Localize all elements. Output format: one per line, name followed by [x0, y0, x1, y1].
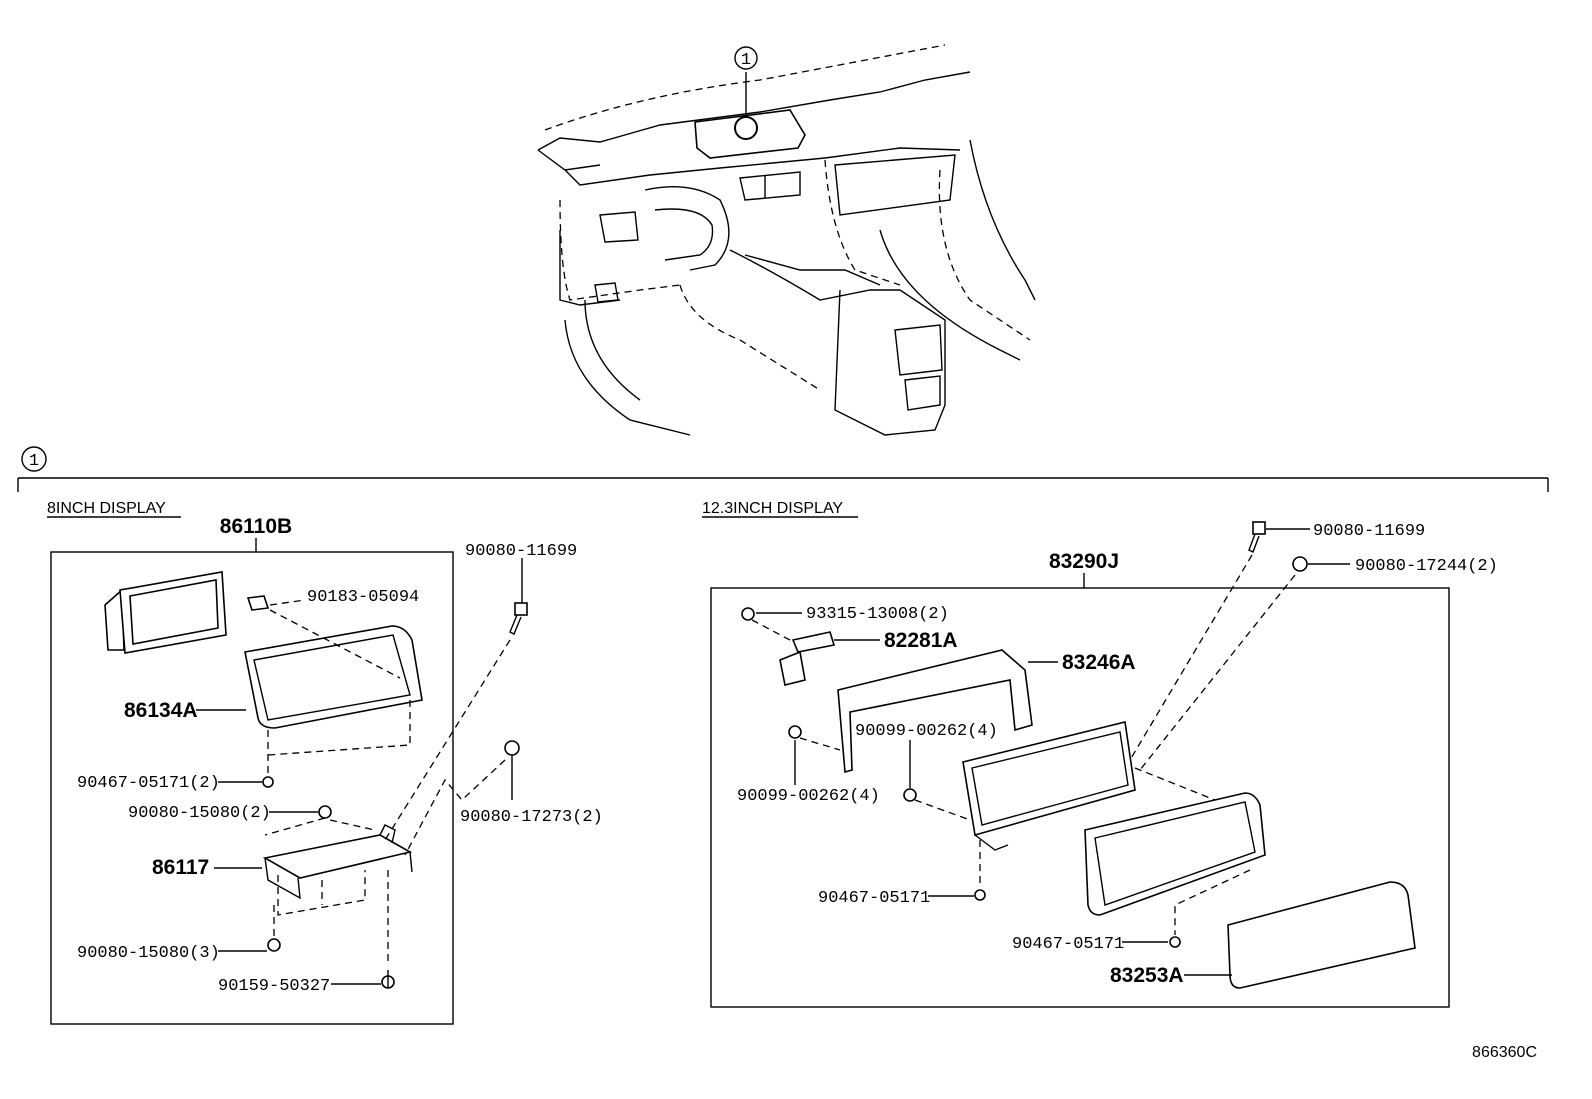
- assembly-86110B: 86110B: [220, 515, 292, 538]
- screw-icon: [741, 607, 755, 621]
- display-unit-8inch: [104, 571, 227, 654]
- connector-82281A: [779, 631, 880, 686]
- part-label: 86117: [152, 856, 209, 879]
- nut-icon: [1292, 556, 1350, 572]
- screw-icon: [903, 788, 917, 802]
- bezel-12.3inch: [1084, 792, 1266, 916]
- section-bracket: 1: [17, 446, 1549, 492]
- screw-icon: [267, 938, 281, 952]
- part-label: 83246A: [1062, 651, 1136, 674]
- screw-icon: [974, 889, 986, 901]
- part-label: 90467-05171(2): [77, 774, 220, 793]
- clip-icon: [246, 595, 270, 611]
- part-label: 90080-11699: [1313, 522, 1425, 541]
- section-8inch-display: 8INCH DISPLAY 86110B: [47, 500, 603, 1025]
- section-12.3inch-display: 12.3INCH DISPLAY 83290J: [702, 500, 1498, 1008]
- frame-83246A: [837, 649, 1058, 774]
- part-label: 90159-50327: [218, 977, 330, 996]
- assembly-box-8inch: [50, 551, 454, 1025]
- part-label: 86134A: [124, 699, 198, 722]
- nut-icon: [504, 740, 520, 800]
- bracket-86117: [262, 824, 413, 900]
- part-label: 90080-15080(3): [77, 944, 220, 963]
- display-unit-12.3inch: [962, 721, 1136, 851]
- part-label: 90080-11699: [465, 542, 577, 561]
- screw-icon: [788, 725, 802, 739]
- part-label: 90099-00262(4): [737, 787, 880, 806]
- assembly-box-12.3inch: [710, 587, 1450, 1008]
- part-label: 90080-17273(2): [460, 808, 603, 827]
- dashboard-overview-illustration: [537, 44, 1036, 436]
- part-label: 90080-17244(2): [1355, 557, 1498, 576]
- part-label: 90183-05094: [307, 588, 419, 607]
- part-label: 90099-00262(4): [855, 722, 998, 741]
- bolt-icon: [509, 558, 528, 635]
- part-label: 90080-15080(2): [128, 804, 271, 823]
- screw-icon: [318, 805, 332, 819]
- part-label: 90467-05171: [1012, 935, 1124, 954]
- assembly-83290J: 83290J: [1049, 550, 1119, 573]
- diagram-code: 866360C: [1472, 1044, 1537, 1061]
- part-label: 83253A: [1110, 964, 1184, 987]
- callout-marker-section: 1: [29, 452, 39, 471]
- svg-text:1: 1: [741, 51, 751, 70]
- screw-icon: [1169, 936, 1181, 948]
- section-title-12.3inch: 12.3INCH DISPLAY: [702, 500, 843, 517]
- bezel-86134A: [244, 625, 423, 729]
- bolt-icon: [1248, 521, 1310, 553]
- screw-icon: [262, 776, 274, 788]
- callout-marker-top: 1: [734, 46, 758, 70]
- section-title-8inch: 8INCH DISPLAY: [47, 500, 166, 517]
- part-label: 82281A: [884, 629, 958, 652]
- part-label: 90467-05171: [818, 889, 930, 908]
- glass-panel-83253A: [1227, 881, 1416, 989]
- part-label: 93315-13008(2): [806, 605, 949, 624]
